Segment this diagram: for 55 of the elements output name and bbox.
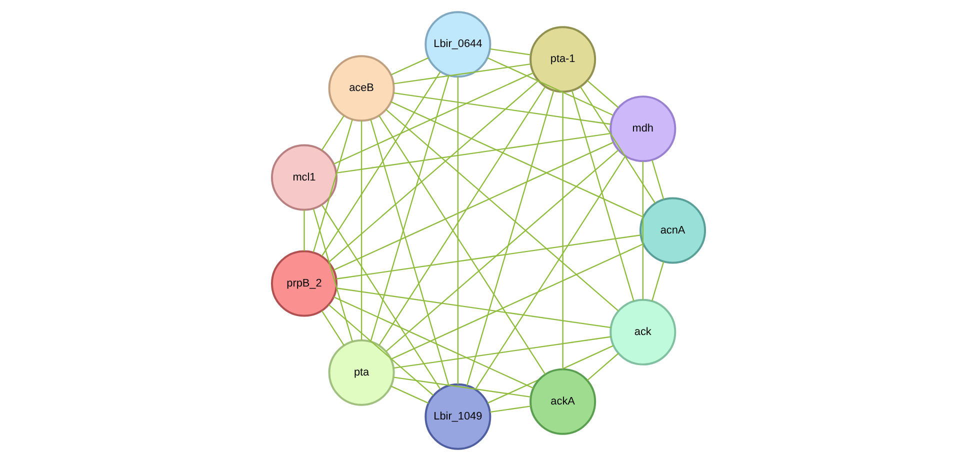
connector: [332, 72, 534, 165]
node-circle: Lbir_0644: [424, 11, 491, 78]
connector: [336, 234, 640, 280]
connector: [562, 92, 563, 370]
connector: [390, 101, 643, 218]
connector: [336, 132, 610, 174]
connector: [586, 80, 618, 108]
connector: [328, 80, 538, 262]
node-circle: aceB: [328, 55, 394, 122]
connector: [393, 63, 530, 84]
node-circle: mdh: [609, 96, 676, 162]
connector: [570, 90, 634, 302]
connector: [370, 119, 449, 386]
connector: [466, 90, 554, 386]
connector: [360, 120, 362, 340]
connector: [385, 109, 618, 312]
connector: [390, 57, 428, 76]
node-circle: pta-1: [529, 26, 596, 93]
connector: [328, 304, 434, 396]
connector: [333, 142, 614, 270]
connector: [370, 75, 449, 342]
connector: [385, 150, 618, 352]
node-circle: ackA: [529, 368, 596, 435]
connector: [390, 243, 643, 360]
connector: [336, 288, 611, 328]
connector: [474, 156, 626, 390]
connector: [642, 162, 643, 300]
connector: [332, 296, 534, 389]
connector: [456, 76, 458, 384]
connector: [489, 48, 530, 56]
connector: [486, 57, 613, 116]
connector: [378, 86, 546, 346]
connector: [320, 115, 344, 151]
node-circle: ack: [609, 298, 676, 366]
node-circle: prpB_2: [270, 250, 337, 317]
node-circle: mcl1: [270, 144, 337, 211]
connector: [378, 115, 546, 374]
connector: [320, 71, 440, 256]
connector: [489, 406, 530, 413]
connector: [303, 210, 304, 251]
connector: [312, 208, 352, 342]
node-circle: Lbir_1049: [424, 383, 491, 450]
connector: [392, 336, 611, 369]
connector: [392, 92, 610, 125]
connector: [320, 204, 440, 390]
connector: [651, 160, 664, 200]
connector: [579, 86, 656, 204]
connector: [586, 352, 618, 381]
connector: [393, 376, 530, 398]
connector: [320, 310, 344, 346]
connector: [390, 386, 428, 404]
connector: [651, 261, 664, 302]
node-circle: acnA: [639, 197, 706, 264]
connector: [312, 119, 352, 252]
node-circle: pta: [328, 339, 394, 406]
